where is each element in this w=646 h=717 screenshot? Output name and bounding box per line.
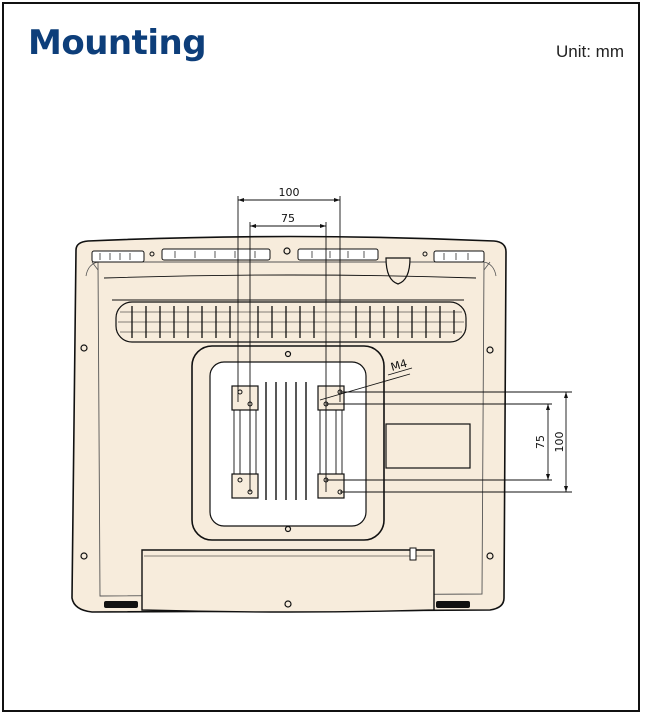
- vesa-mount-pads: [231, 385, 345, 499]
- dim-label-75-right: 75: [534, 435, 547, 449]
- handle-notch: [385, 257, 411, 285]
- dim-label-75-top: 75: [281, 212, 295, 225]
- m4-screw-label: M4: [389, 357, 408, 374]
- page-title: Mounting: [28, 23, 207, 63]
- bottom-port-cover: [141, 549, 435, 613]
- dimension-lines-right: [326, 391, 572, 493]
- top-screw: [283, 247, 291, 255]
- top-vent-slots: [91, 248, 485, 263]
- bottom-screw: [284, 600, 292, 608]
- inner-panel-outline: [97, 261, 485, 597]
- label-plate: [385, 423, 471, 469]
- unit-label: Unit: mm: [556, 42, 624, 61]
- feet: [104, 601, 470, 608]
- m4-leader-line: [319, 373, 411, 401]
- dim-label-100-top: 100: [279, 186, 300, 199]
- dim-label-100-right: 100: [553, 432, 566, 453]
- dimension-lines-top: [237, 196, 341, 492]
